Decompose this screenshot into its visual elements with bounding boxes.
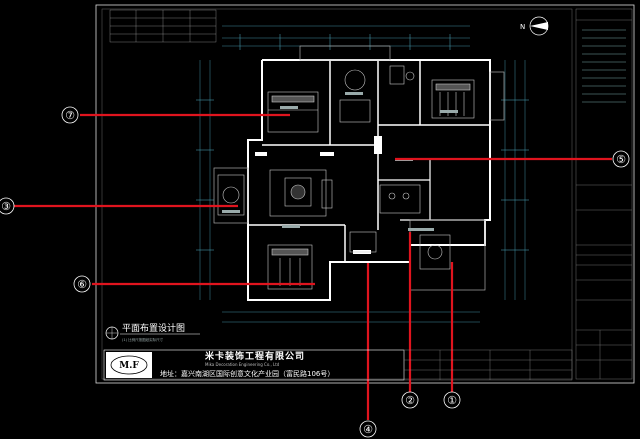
title-block-notes <box>582 29 626 103</box>
title-block <box>575 8 633 380</box>
drawing-title: 平面布置设计图 <box>122 322 185 334</box>
drawing-title-block: 平面布置设计图 (1) 比例尺按图纸实际尺寸 <box>105 322 200 342</box>
svg-text:①: ① <box>447 394 457 407</box>
company-address: 地址：嘉兴南湖区国际创意文化产业园（富民路106号） <box>160 369 334 378</box>
company-name-en: Mika Decoration Engineering Co., Ltd <box>205 362 280 367</box>
callout-5: ⑤ <box>612 150 630 168</box>
north-arrow: N <box>520 16 549 36</box>
sheet-inner-border <box>101 8 573 380</box>
drawing-subtitle: (1) 比例尺按图纸实际尺寸 <box>122 337 164 342</box>
svg-text:③: ③ <box>1 200 11 213</box>
callout-3: ③ <box>0 197 15 215</box>
dimension-lines <box>199 25 526 323</box>
callout-6: ⑥ <box>73 275 91 293</box>
north-label: N <box>520 23 525 31</box>
info-strip <box>403 349 573 381</box>
dimension-ticks <box>196 34 529 251</box>
svg-text:②: ② <box>405 394 415 407</box>
company-name-cn: 米卡装饰工程有限公司 <box>204 350 305 362</box>
svg-text:⑥: ⑥ <box>77 278 87 291</box>
sheet-border <box>95 4 635 384</box>
callout-markers: ⑦ ③ ⑥ ⑤ ④ ② ① <box>0 106 630 438</box>
svg-text:④: ④ <box>363 423 373 436</box>
windows-doors <box>255 136 382 254</box>
svg-text:⑦: ⑦ <box>65 109 75 122</box>
svg-text:⑤: ⑤ <box>616 153 626 166</box>
logo-text: M.F <box>119 361 139 371</box>
company-banner: M.F 米卡装饰工程有限公司 Mika Decoration Engineeri… <box>103 349 405 381</box>
callout-4: ④ <box>359 420 377 438</box>
callout-lines <box>12 113 612 420</box>
furniture <box>217 65 475 290</box>
callout-1: ① <box>443 391 461 409</box>
legend-table <box>109 9 217 43</box>
callout-7: ⑦ <box>61 106 79 124</box>
callout-2: ② <box>401 391 419 409</box>
